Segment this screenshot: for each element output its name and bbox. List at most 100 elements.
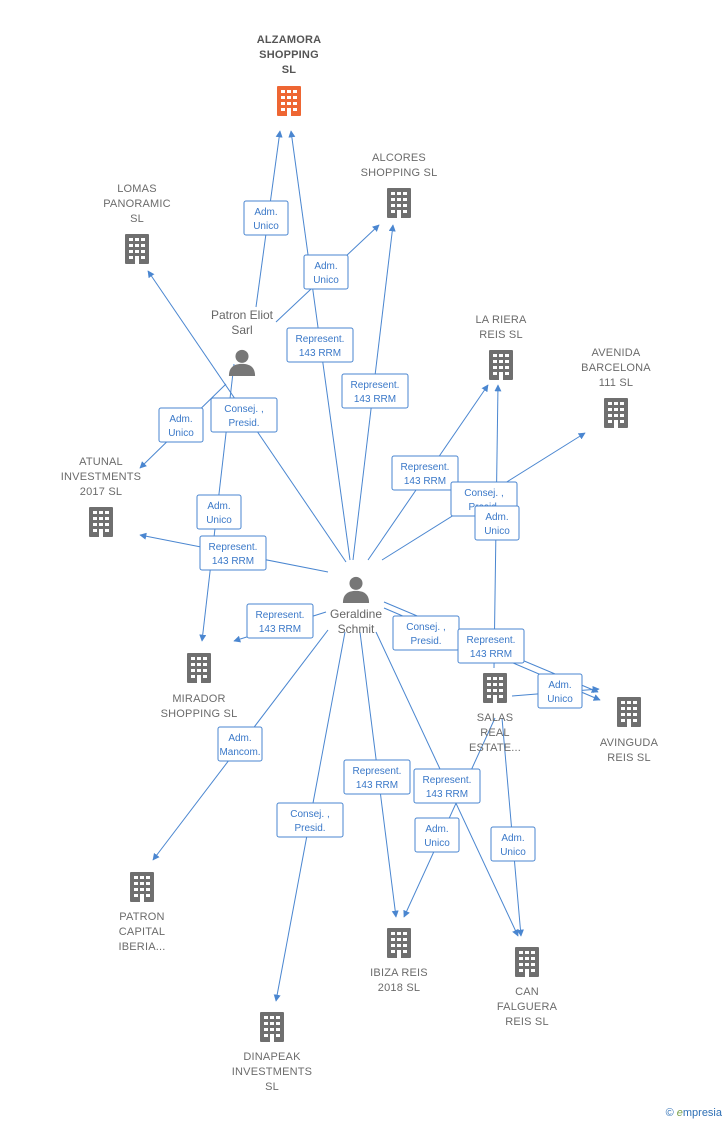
relation-label-patron-mirador[interactable]: Adm.Unico: [196, 494, 242, 530]
relation-label-text: Consej. ,: [290, 809, 329, 820]
building-icon: [277, 86, 301, 116]
relation-label-patron-alzamora[interactable]: Adm. Unico: [243, 200, 289, 236]
node-label-line: Geraldine: [330, 607, 382, 621]
node-label-line: DINAPEAK: [243, 1051, 301, 1063]
relation-label-text: Consej. ,: [406, 622, 445, 633]
node-label-line: SL: [282, 64, 297, 76]
node-label-line: CAPITAL: [119, 926, 165, 938]
brand-initial: e: [676, 1107, 683, 1119]
building-icon: [187, 653, 211, 683]
node-label-line: SHOPPING SL: [361, 167, 438, 179]
relation-label-box: [341, 373, 409, 409]
relation-label-geraldine-ibiza[interactable]: Represent.143 RRM: [343, 759, 411, 795]
relation-label-text: Adm.: [548, 680, 571, 691]
relation-label-geraldine-lomas[interactable]: Consej. , Presid.: [210, 397, 278, 433]
company-node-patroncap[interactable]: PATRONCAPITALIBERIA...: [118, 872, 165, 953]
copyright-symbol: ©: [665, 1107, 674, 1119]
relation-label-geraldine-avinguda[interactable]: Consej. ,Presid.: [392, 615, 460, 651]
relation-label-text: Presid.: [228, 418, 259, 429]
node-label-line: BARCELONA: [581, 362, 651, 374]
relation-label-text: 143 RRM: [259, 624, 301, 635]
relation-label-text: Represent.: [467, 635, 516, 646]
relation-label-text: Unico: [253, 221, 279, 232]
relation-label-geraldine-atunal[interactable]: Represent. 143 RRM: [199, 535, 267, 571]
node-label-line: INVESTMENTS: [232, 1066, 312, 1078]
relation-label-geraldine-avinguda[interactable]: Represent. 143 RRM: [457, 628, 525, 664]
building-icon: [515, 947, 539, 977]
relation-label-geraldine-lariera[interactable]: Represent.143 RRM: [391, 455, 459, 491]
relation-label-text: 143 RRM: [470, 649, 512, 660]
node-label-line: FALGUERA: [497, 1001, 558, 1013]
relation-label-box: [246, 603, 314, 639]
relation-label-text: Unico: [206, 515, 232, 526]
brand-footer: © empresia: [666, 1107, 722, 1119]
relation-label-text: Adm.: [228, 733, 251, 744]
relation-label-box: [158, 407, 204, 443]
node-label-line: ESTATE...: [469, 742, 521, 754]
person-icon: [342, 576, 370, 603]
relation-label-text: Adm.: [254, 207, 277, 218]
node-label-line: 2018 SL: [378, 982, 420, 994]
relation-label-patron-atunal[interactable]: Adm. Unico: [158, 407, 204, 443]
relation-label-salas-ibiza[interactable]: Adm.Unico: [414, 817, 460, 853]
relation-label-geraldine-alcores[interactable]: Represent.143 RRM: [341, 373, 409, 409]
relation-label-box: [413, 768, 481, 804]
relation-label-box: [343, 759, 411, 795]
relation-label-text: 143 RRM: [212, 556, 254, 567]
relation-label-text: Adm.: [314, 261, 337, 272]
relation-label-text: Adm.: [169, 414, 192, 425]
node-label-line: AVENIDA: [592, 347, 641, 359]
relation-label-box: [303, 254, 349, 290]
relation-label-text: Represent.: [209, 542, 258, 553]
relation-label-salas-lariera[interactable]: Adm.Unico: [474, 505, 520, 541]
relation-label-text: Represent.: [256, 610, 305, 621]
building-icon: [617, 697, 641, 727]
relation-label-salas-can[interactable]: Adm.Unico: [490, 826, 536, 862]
relation-label-geraldine-patroncap[interactable]: Adm.Mancom.: [217, 726, 263, 762]
relation-label-text: Unico: [168, 428, 194, 439]
node-label-line: PANORAMIC: [103, 198, 171, 210]
relation-label-geraldine-mirador[interactable]: Represent. 143 RRM: [246, 603, 314, 639]
relation-label-geraldine-can[interactable]: Represent.143 RRM: [413, 768, 481, 804]
relation-label-geraldine-dinapeak[interactable]: Consej. ,Presid.: [276, 802, 344, 838]
node-label-line: REIS SL: [505, 1016, 549, 1028]
node-label-line: Schmit: [338, 622, 375, 636]
node-label-line: LOMAS: [117, 183, 157, 195]
relation-label-text: Unico: [424, 838, 450, 849]
relation-label-text: Represent.: [353, 766, 402, 777]
relation-label-patron-alcores[interactable]: Adm.Unico: [303, 254, 349, 290]
node-label-line: 2017 SL: [80, 486, 122, 498]
relation-label-text: Consej. ,: [224, 404, 263, 415]
relation-label-text: Represent.: [423, 775, 472, 786]
relation-label-text: Consej. ,: [464, 488, 503, 499]
node-label-line: MIRADOR: [172, 693, 225, 705]
node-label-line: AVINGUDA: [600, 737, 659, 749]
relation-label-text: Unico: [547, 694, 573, 705]
building-icon: [483, 673, 507, 703]
brand-name: mpresia: [682, 1107, 722, 1119]
relation-label-geraldine-alzamora[interactable]: Represent.143 RRM: [286, 327, 354, 363]
node-label-line: ALZAMORA: [257, 34, 322, 46]
relation-label-salas-avinguda[interactable]: Adm. Unico: [537, 673, 583, 709]
building-icon: [604, 398, 628, 428]
relation-label-box: [457, 628, 525, 664]
node-label-line: PATRON: [119, 911, 164, 923]
building-icon: [489, 350, 513, 380]
relation-label-text: Adm.: [501, 833, 524, 844]
company-node-salas[interactable]: SALASREALESTATE...: [469, 673, 521, 754]
relation-label-box: [474, 505, 520, 541]
relation-label-box: [199, 535, 267, 571]
